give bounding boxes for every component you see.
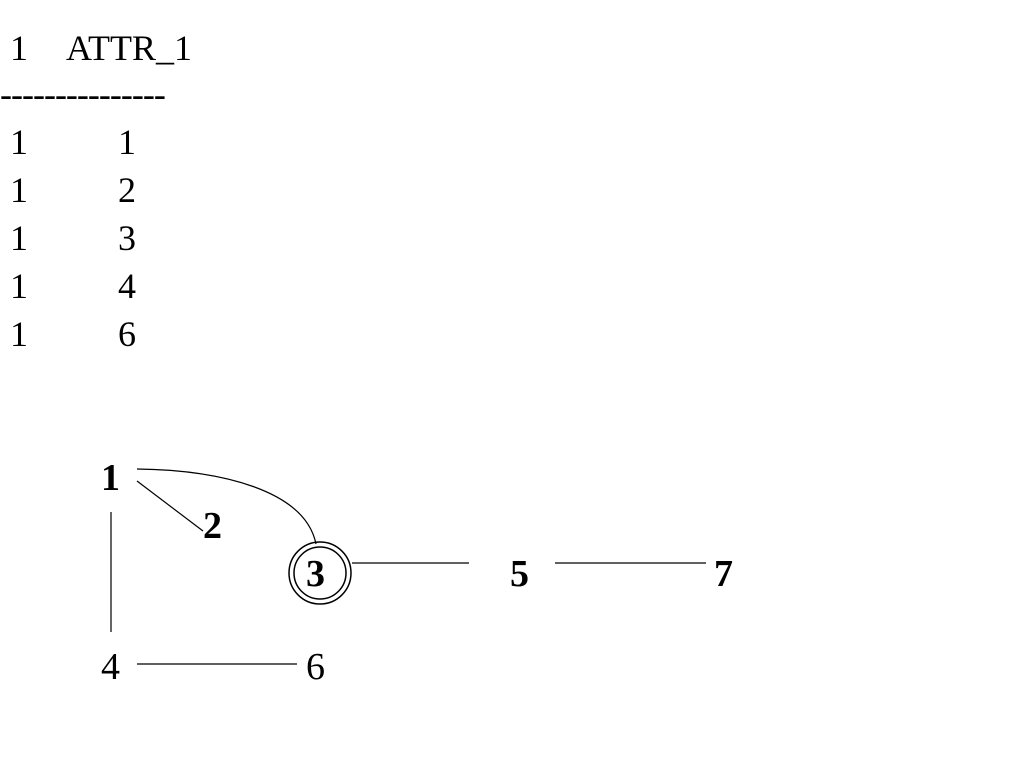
- row-cell-col-b: 4: [118, 266, 136, 306]
- result-table: 1 ATTR_1 --------------- 1 1 1 2 1 3 1 4…: [0, 0, 260, 360]
- node-4: 4: [101, 646, 120, 688]
- row-cell-col-a: 1: [10, 122, 28, 162]
- table-row: 1 6: [0, 310, 260, 358]
- table-rows: 1 1 1 2 1 3 1 4 1 6: [0, 118, 260, 358]
- row-cell-col-a: 1: [10, 314, 28, 354]
- node-1: 1: [101, 457, 120, 499]
- row-cell-col-a: 1: [10, 266, 28, 306]
- row-cell-col-b: 6: [118, 314, 136, 354]
- table-row: 1 2: [0, 166, 260, 214]
- row-cell-col-b: 1: [118, 122, 136, 162]
- table-row: 1 1: [0, 118, 260, 166]
- node-2: 2: [203, 505, 222, 547]
- table-header-row: 1 ATTR_1: [0, 24, 260, 72]
- start-node-outer-ring: [288, 541, 352, 605]
- header-col-b: ATTR_1: [66, 28, 192, 68]
- row-cell-col-b: 3: [118, 218, 136, 258]
- table-row: 1 4: [0, 262, 260, 310]
- node-7: 7: [714, 553, 733, 595]
- node-3: 3: [306, 553, 325, 595]
- row-cell-col-a: 1: [10, 170, 28, 210]
- header-separator: ---------------: [0, 74, 166, 114]
- start-node-inner-ring: [293, 546, 347, 600]
- header-col-a: 1: [10, 28, 28, 68]
- row-cell-col-b: 2: [118, 170, 136, 210]
- node-5: 5: [510, 553, 529, 595]
- table-row: 1 3: [0, 214, 260, 262]
- node-6: 6: [306, 646, 325, 688]
- row-cell-col-a: 1: [10, 218, 28, 258]
- edge-1-2: [136, 480, 204, 532]
- edge-1-3: [136, 468, 317, 545]
